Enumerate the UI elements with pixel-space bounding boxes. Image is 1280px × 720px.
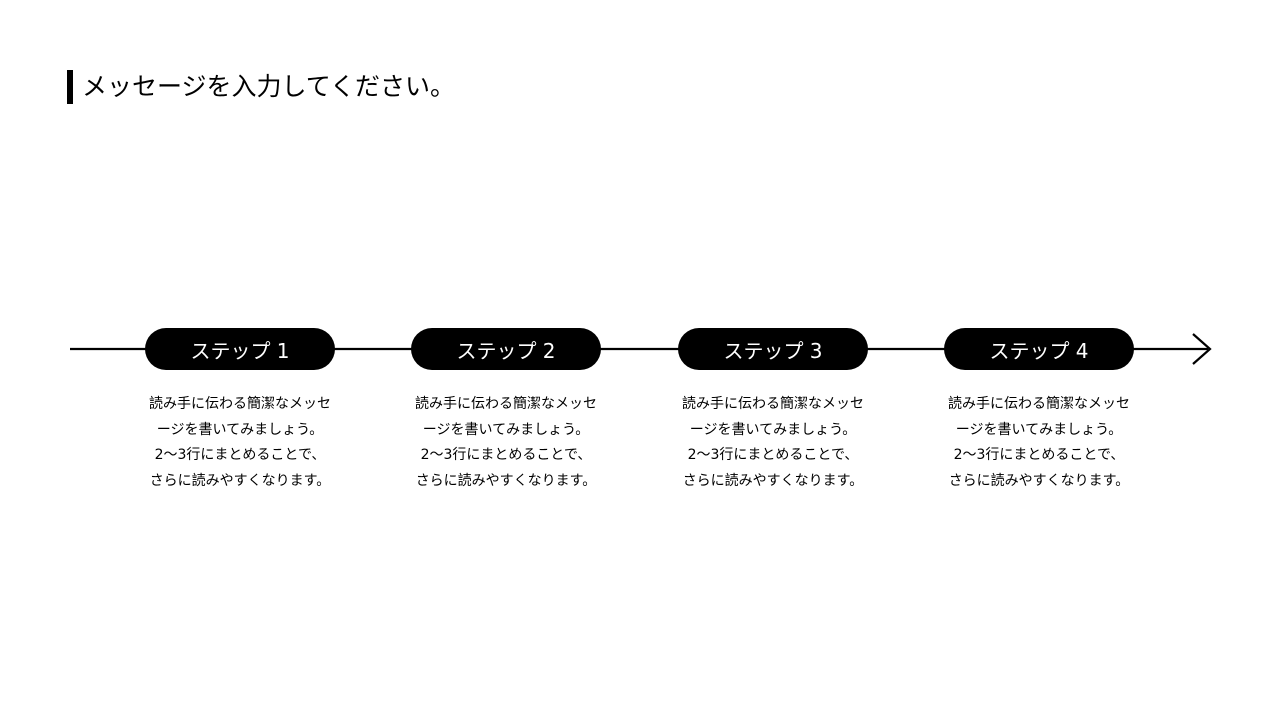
step-3-pill[interactable]: ステップ 3 — [678, 328, 868, 370]
timeline-arrow-head — [1192, 333, 1212, 365]
step-1-description-line: さらに読みやすくなります。 — [149, 472, 331, 489]
step-2-description-line: ージを書いてみましょう。 — [422, 421, 590, 438]
step-2-description-line: 2〜3行にまとめることで、 — [420, 447, 592, 463]
step-3-description[interactable]: 読み手に伝わる簡潔なメッセ ージを書いてみましょう。 2〜3行にまとめることで、… — [658, 392, 888, 494]
step-3-description-line: 2〜3行にまとめることで、 — [687, 447, 859, 463]
step-3-description-line: さらに読みやすくなります。 — [682, 472, 864, 489]
step-4-description-line: 読み手に伝わる簡潔なメッセ — [948, 396, 1130, 412]
step-1-description-line: ージを書いてみましょう。 — [156, 421, 324, 438]
step-3-description-line: ージを書いてみましょう。 — [689, 421, 857, 438]
title-accent-bar — [67, 70, 73, 104]
step-2-description-line: 読み手に伝わる簡潔なメッセ — [415, 396, 597, 412]
step-1-pill[interactable]: ステップ 1 — [145, 328, 335, 370]
step-4-description-line: ージを書いてみましょう。 — [955, 421, 1123, 438]
step-2-pill[interactable]: ステップ 2 — [411, 328, 601, 370]
title-block: メッセージを入力してください。 — [67, 70, 455, 104]
step-2-description-line: さらに読みやすくなります。 — [415, 472, 597, 489]
step-4-pill[interactable]: ステップ 4 — [944, 328, 1134, 370]
step-1-description-line: 読み手に伝わる簡潔なメッセ — [149, 396, 331, 412]
step-2-description[interactable]: 読み手に伝わる簡潔なメッセ ージを書いてみましょう。 2〜3行にまとめることで、… — [391, 392, 621, 494]
page-title[interactable]: メッセージを入力してください。 — [82, 72, 456, 101]
step-1-description-line: 2〜3行にまとめることで、 — [154, 447, 326, 463]
step-4-description-line: 2〜3行にまとめることで、 — [953, 447, 1125, 463]
step-1-description[interactable]: 読み手に伝わる簡潔なメッセ ージを書いてみましょう。 2〜3行にまとめることで、… — [125, 392, 355, 494]
step-4-description-line: さらに読みやすくなります。 — [948, 472, 1130, 489]
step-4-description[interactable]: 読み手に伝わる簡潔なメッセ ージを書いてみましょう。 2〜3行にまとめることで、… — [924, 392, 1154, 494]
step-3-description-line: 読み手に伝わる簡潔なメッセ — [682, 396, 864, 412]
